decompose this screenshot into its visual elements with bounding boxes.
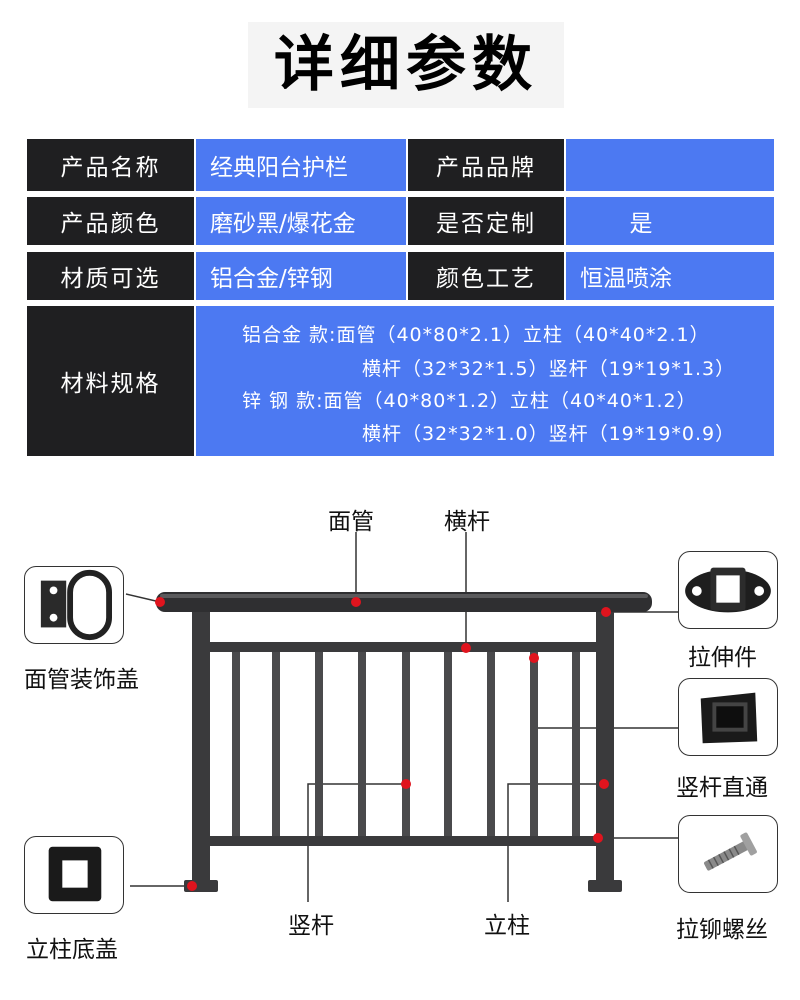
param-value-color: 磨砂黑/爆花金 bbox=[196, 197, 406, 245]
label-baluster-sleeve: 竖杆直通 bbox=[676, 775, 768, 801]
label-post: 立柱 bbox=[484, 913, 530, 939]
label-connector: 拉伸件 bbox=[688, 645, 757, 671]
railing-diagram bbox=[125, 532, 678, 902]
param-label-custom: 是否定制 bbox=[408, 197, 564, 245]
param-value-custom-fill bbox=[716, 197, 774, 245]
param-label-name: 产品名称 bbox=[27, 139, 194, 191]
baluster-sleeve-icon bbox=[700, 692, 758, 744]
thumb-baluster-sleeve bbox=[678, 678, 778, 756]
param-label-process: 颜色工艺 bbox=[408, 252, 564, 300]
post-base-cover-icon bbox=[48, 846, 102, 902]
thumb-post-base-cover bbox=[24, 836, 124, 914]
upper-horizontal-bar bbox=[204, 642, 604, 652]
spec-line-2: 横杆（32*32*1.5）竖杆（19*19*1.3） bbox=[362, 358, 736, 380]
label-rivet-screw: 拉铆螺丝 bbox=[676, 917, 768, 943]
title-background bbox=[248, 22, 564, 108]
param-value-name: 经典阳台护栏 bbox=[196, 139, 406, 191]
top-rail-cap-icon bbox=[40, 569, 112, 641]
connector-icon bbox=[685, 567, 771, 613]
label-baluster: 竖杆 bbox=[288, 913, 334, 939]
thumb-connector bbox=[678, 551, 778, 629]
param-value-custom: 是 bbox=[566, 197, 716, 245]
param-value-brand bbox=[566, 139, 774, 191]
spec-line-1: 铝合金 款:面管（40*80*2.1）立柱（40*40*2.1） bbox=[242, 324, 710, 346]
label-horizontal-bar: 横杆 bbox=[444, 509, 490, 535]
param-value-process: 恒温喷涂 bbox=[566, 252, 774, 300]
param-value-material: 铝合金/锌钢 bbox=[196, 252, 406, 300]
part-markers bbox=[155, 597, 611, 891]
balusters bbox=[232, 652, 580, 836]
spec-box: 铝合金 款:面管（40*80*2.1）立柱（40*40*2.1） 横杆（32*3… bbox=[196, 306, 774, 456]
label-post-base-cover: 立柱底盖 bbox=[26, 937, 118, 963]
spec-label: 材料规格 bbox=[27, 306, 194, 456]
thumb-rivet-screw bbox=[678, 815, 778, 893]
spec-line-3: 锌 钢 款:面管（40*80*1.2）立柱（40*40*1.2） bbox=[242, 390, 697, 412]
top-rail-highlight bbox=[160, 594, 648, 598]
page-title: 详细参数 bbox=[274, 30, 538, 100]
lower-horizontal-bar bbox=[204, 836, 604, 846]
rivet-screw-icon bbox=[704, 832, 757, 871]
spec-line-4: 横杆（32*32*1.0）竖杆（19*19*0.9） bbox=[362, 423, 736, 445]
label-top-rail-cap: 面管装饰盖 bbox=[24, 667, 139, 693]
param-label-material: 材质可选 bbox=[27, 252, 194, 300]
param-label-brand: 产品品牌 bbox=[408, 139, 564, 191]
label-top-rail: 面管 bbox=[328, 509, 374, 535]
railing-posts bbox=[184, 610, 622, 892]
thumb-top-rail-cap bbox=[24, 566, 124, 644]
param-label-color: 产品颜色 bbox=[27, 197, 194, 245]
